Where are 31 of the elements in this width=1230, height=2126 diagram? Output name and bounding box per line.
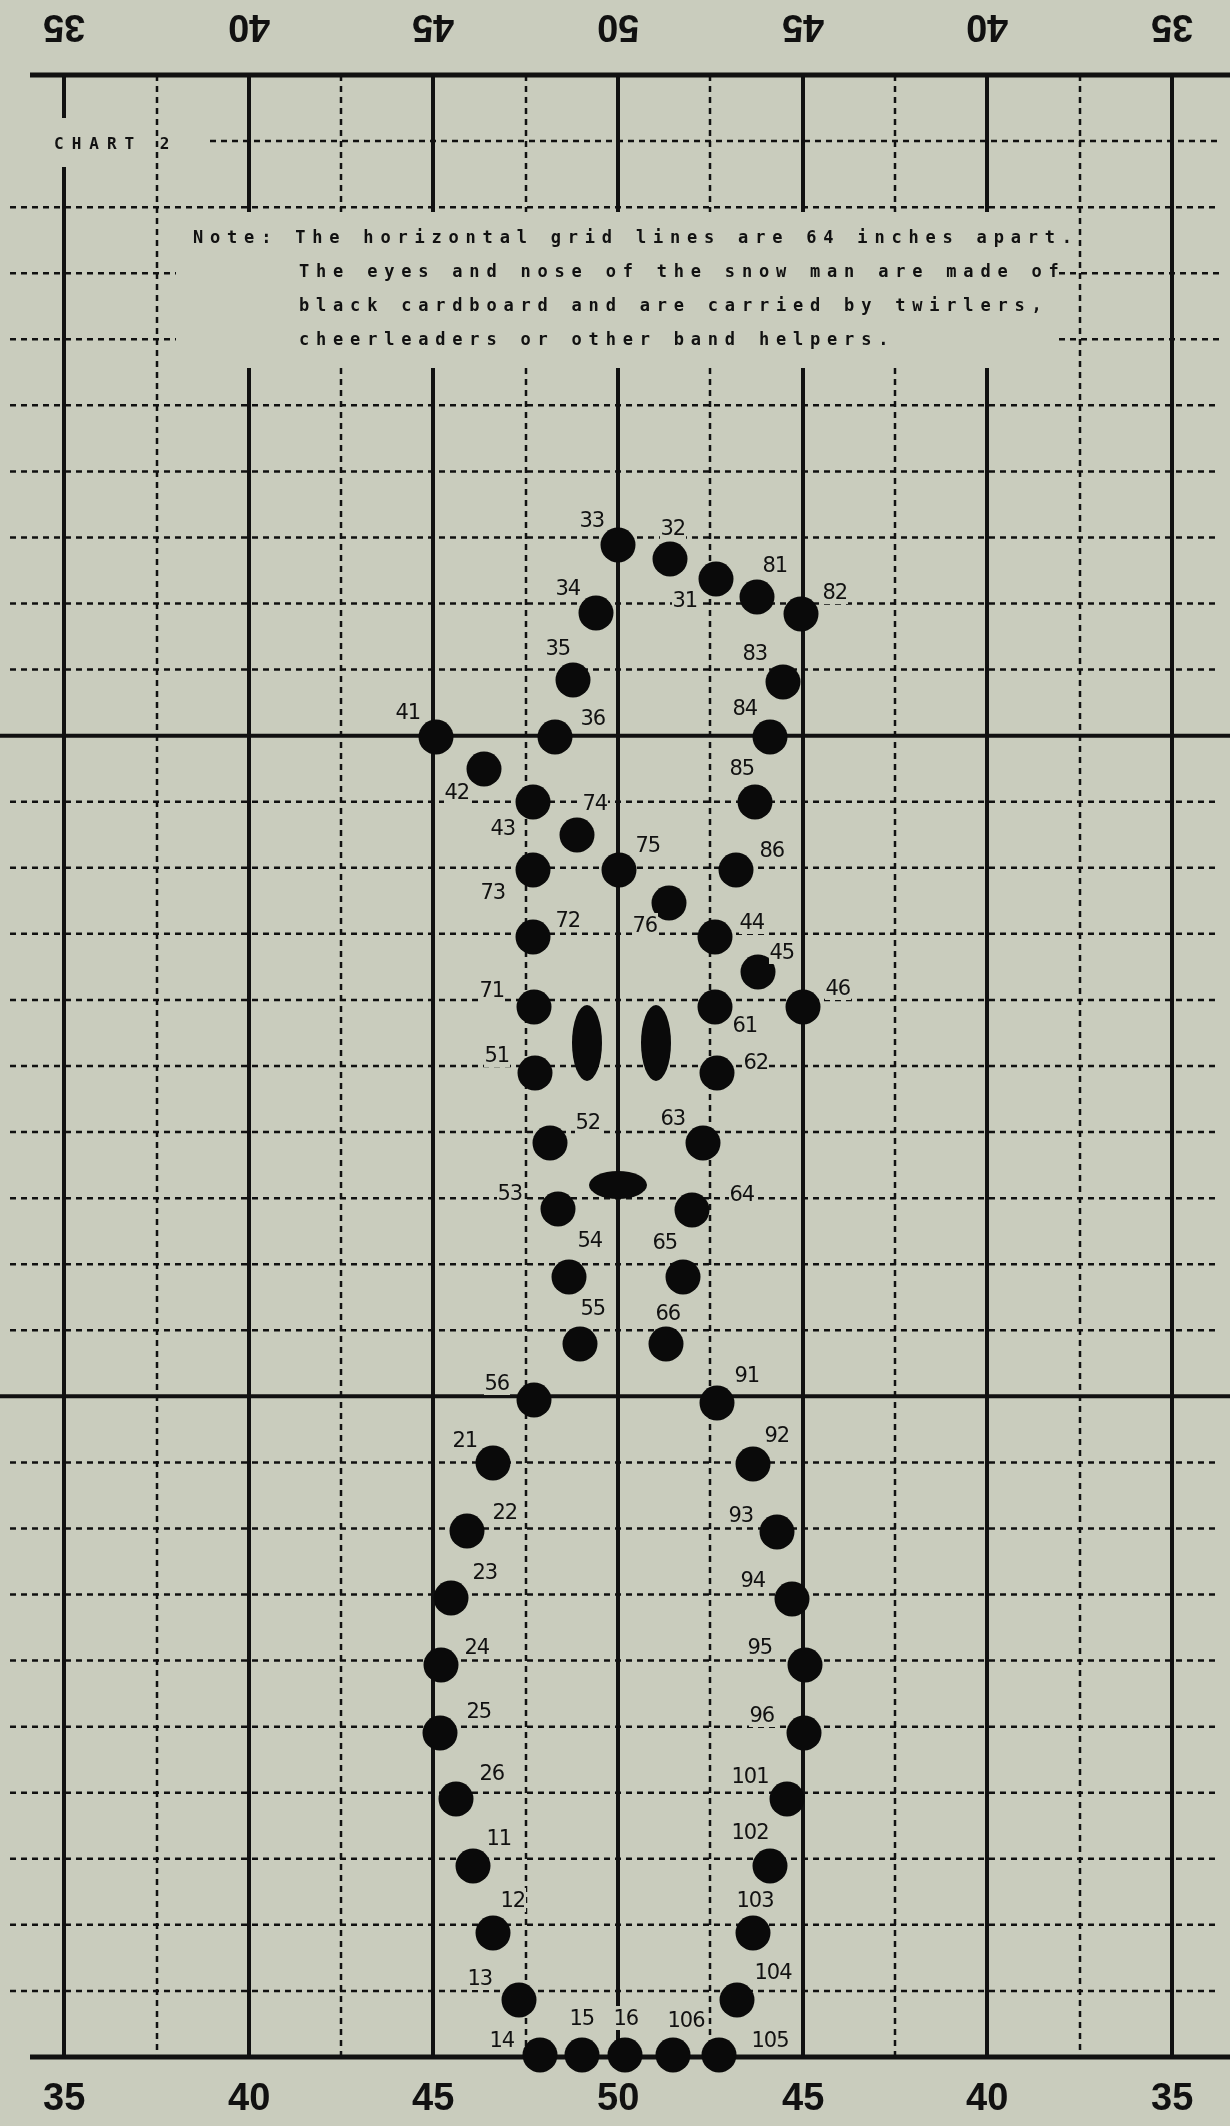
position-number: 56 <box>483 1371 511 1395</box>
note-text: Note: The horizontal grid lines are 64 inches apart. The eyes and nose of the snow man are made of black cardboard and are carried by twirlers, cheerleaders or other band helpers. <box>193 226 1080 351</box>
position-number: 71 <box>478 978 506 1002</box>
chart-title: CHART 2 <box>54 133 178 153</box>
yard-number: 45 <box>412 2077 455 2117</box>
position-number: 16 <box>612 2006 640 2030</box>
yard-number: 50 <box>597 8 640 48</box>
yard-number: 40 <box>228 2077 271 2117</box>
yard-number: 35 <box>43 2077 86 2117</box>
yard-number: 45 <box>782 8 825 48</box>
yard-number: 35 <box>1151 2077 1194 2117</box>
position-number: 42 <box>443 780 471 804</box>
position-number: 45 <box>768 940 796 964</box>
yard-number: 40 <box>228 8 271 48</box>
position-number: 12 <box>499 1888 527 1912</box>
position-number: 51 <box>483 1043 511 1067</box>
position-number: 82 <box>821 580 849 604</box>
position-number: 13 <box>466 1966 494 1990</box>
position-number: 44 <box>738 910 766 934</box>
position-number: 32 <box>659 516 687 540</box>
yard-number: 50 <box>597 2077 640 2117</box>
position-number: 52 <box>574 1110 602 1134</box>
yard-number: 40 <box>966 8 1009 48</box>
position-number: 96 <box>748 1703 776 1727</box>
position-number: 76 <box>631 913 659 937</box>
yard-number: 45 <box>782 2077 825 2117</box>
yard-number: 45 <box>412 8 455 48</box>
position-number: 46 <box>824 976 852 1000</box>
yard-number: 35 <box>43 8 86 48</box>
yard-number: 35 <box>1151 8 1194 48</box>
yard-number: 40 <box>966 2077 1009 2117</box>
